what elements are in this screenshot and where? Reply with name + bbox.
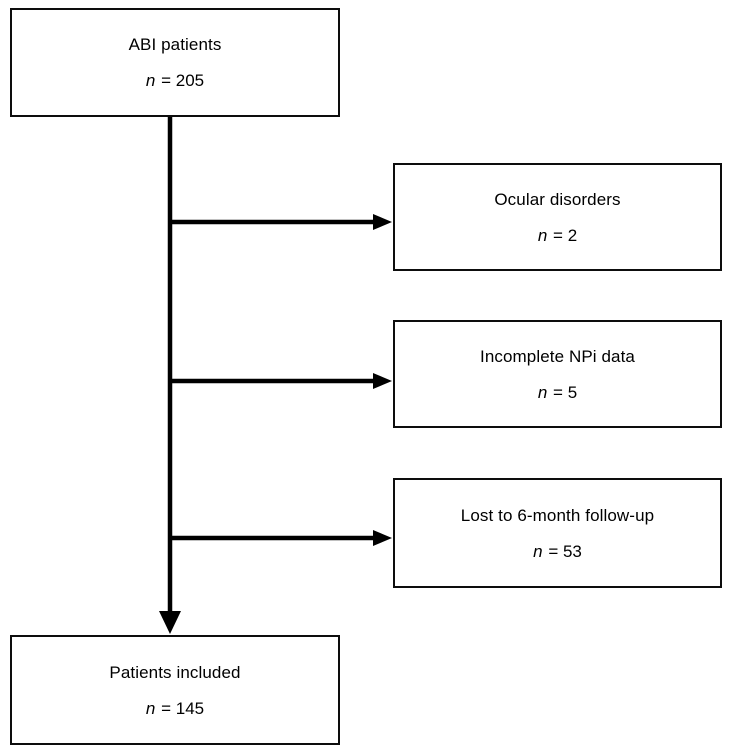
flow-box-ocular-disorders: Ocular disorders n = 2 bbox=[393, 163, 722, 271]
box-n-count: n = 5 bbox=[538, 384, 577, 401]
n-symbol: n bbox=[537, 382, 548, 402]
flow-box-abi-patients: ABI patients n = 205 bbox=[10, 8, 340, 117]
n-value: = 5 bbox=[553, 382, 578, 402]
branch-arrowhead-lost-icon bbox=[373, 530, 392, 546]
n-value: = 145 bbox=[161, 698, 205, 718]
box-label: Lost to 6-month follow-up bbox=[460, 505, 655, 525]
flow-box-incomplete-npi-data: Incomplete NPi data n = 5 bbox=[393, 320, 722, 428]
n-symbol: n bbox=[533, 541, 543, 561]
box-n-count: n = 53 bbox=[533, 543, 582, 560]
box-label: Incomplete NPi data bbox=[480, 346, 635, 366]
n-value: = 2 bbox=[553, 225, 578, 245]
box-n-count: n = 205 bbox=[146, 72, 204, 89]
n-value: = 205 bbox=[161, 71, 205, 90]
n-symbol: n bbox=[145, 71, 156, 90]
box-label: Ocular disorders bbox=[494, 189, 621, 209]
branch-arrowhead-ocular-icon bbox=[373, 214, 392, 230]
box-label: Patients included bbox=[109, 662, 241, 682]
n-value: = 53 bbox=[548, 541, 582, 561]
n-symbol: n bbox=[537, 225, 548, 245]
box-n-count: n = 145 bbox=[146, 700, 204, 717]
box-label: ABI patients bbox=[128, 35, 222, 54]
n-symbol: n bbox=[145, 698, 156, 718]
flow-box-lost-to-followup: Lost to 6-month follow-up n = 53 bbox=[393, 478, 722, 588]
box-n-count: n = 2 bbox=[538, 227, 577, 244]
main-flow-arrowhead-icon bbox=[159, 611, 181, 634]
branch-arrowhead-npi-icon bbox=[373, 373, 392, 389]
flow-box-patients-included: Patients included n = 145 bbox=[10, 635, 340, 745]
